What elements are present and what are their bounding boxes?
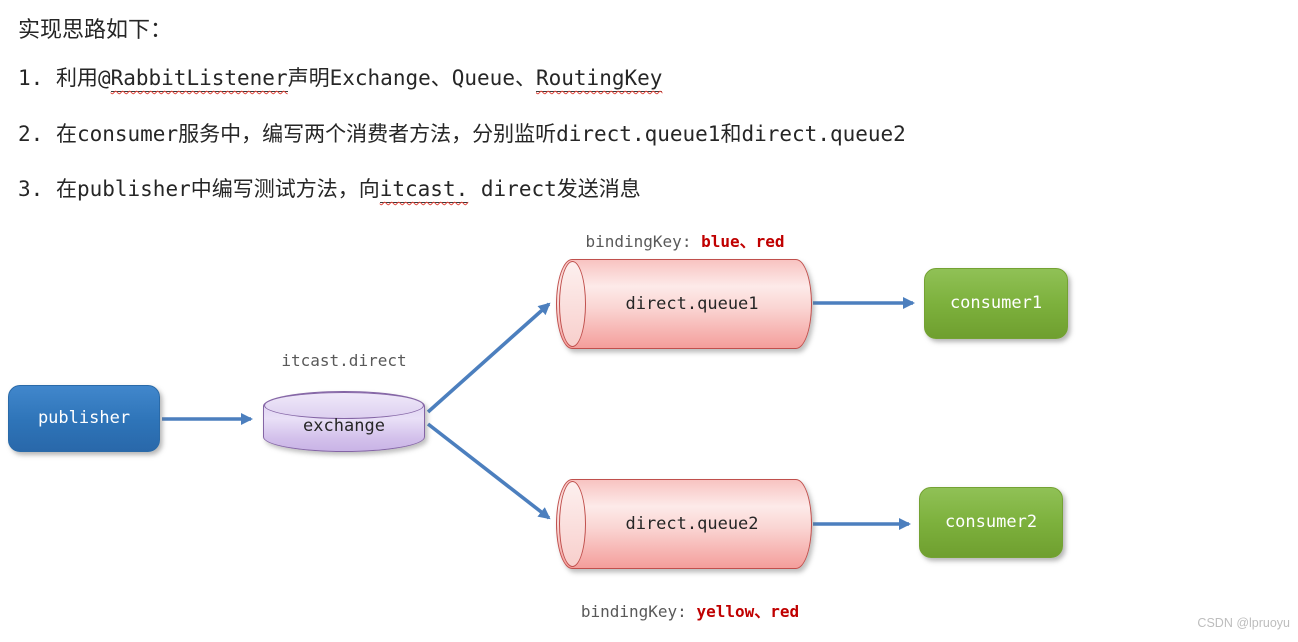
note-item-1: 1. 利用@RabbitListener声明Exchange、Queue、Rou… bbox=[18, 66, 663, 92]
queue1-label: direct.queue1 bbox=[625, 294, 759, 314]
note-item-3: 3. 在publisher中编写测试方法，向itcast. direct发送消息 bbox=[18, 177, 641, 203]
exchange-label: exchange bbox=[303, 416, 385, 436]
exchange-node: exchange bbox=[263, 391, 425, 452]
consumer2-node: consumer2 bbox=[919, 487, 1063, 558]
publisher-node: publisher bbox=[8, 385, 160, 452]
queue2-node: direct.queue2 bbox=[556, 479, 812, 569]
exchange-name-label: itcast.direct bbox=[281, 351, 407, 370]
binding-key-label-queue1: bindingKey: blue、red bbox=[585, 232, 785, 251]
watermark: CSDN @lpruoyu bbox=[1197, 616, 1290, 630]
note-item-2: 2. 在consumer服务中，编写两个消费者方法，分别监听direct.que… bbox=[18, 122, 906, 146]
arrow-exchange-queue2 bbox=[426, 422, 551, 520]
queue2-label: direct.queue2 bbox=[625, 514, 759, 534]
consumer1-label: consumer1 bbox=[949, 293, 1043, 313]
publisher-label: publisher bbox=[37, 408, 131, 428]
notes-title: 实现思路如下： bbox=[18, 17, 173, 42]
binding-key-label-queue2: bindingKey: yellow、red bbox=[580, 602, 800, 621]
queue1-node: direct.queue1 bbox=[556, 259, 812, 349]
consumer2-label: consumer2 bbox=[944, 512, 1038, 532]
arrow-exchange-queue1 bbox=[426, 302, 551, 414]
consumer1-node: consumer1 bbox=[924, 268, 1068, 339]
